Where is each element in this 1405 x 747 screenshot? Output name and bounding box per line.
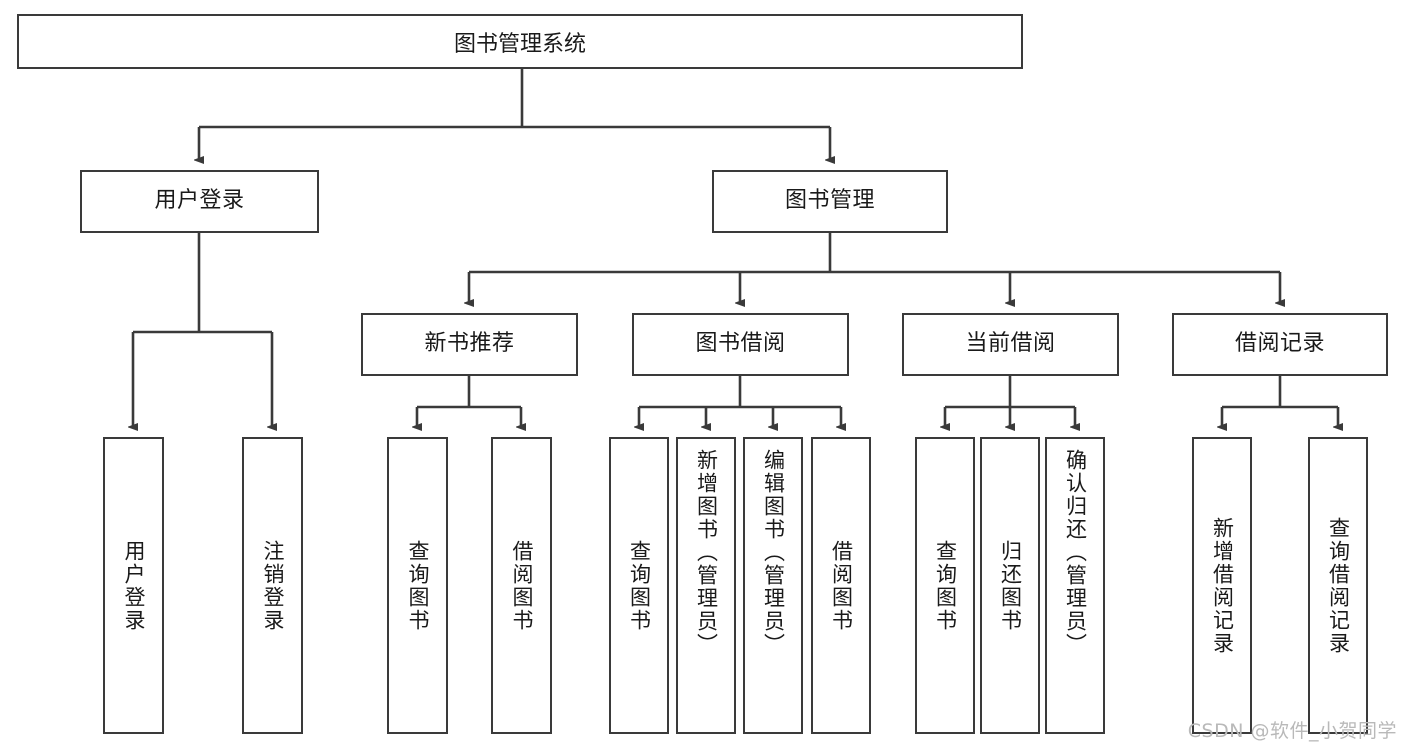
leaf-user-login-login[interactable]: 用户登录 xyxy=(103,437,164,734)
leaf-bookborrow-add-book-admin[interactable]: 新增图书（管理员） xyxy=(676,437,736,734)
node-user-login-label: 用户登录 xyxy=(154,188,245,214)
leaf-label: 新增图书（管理员） xyxy=(694,449,719,656)
csdn-watermark: CSDN @软件_小贺同学 xyxy=(1187,720,1397,742)
leaf-currentborrow-confirm-return-admin[interactable]: 确认归还（管理员） xyxy=(1045,437,1105,734)
leaf-currentborrow-return-book[interactable]: 归还图书 xyxy=(980,437,1040,734)
leaf-bookborrow-borrow-book[interactable]: 借阅图书 xyxy=(811,437,871,734)
leaf-label: 查询图书 xyxy=(406,539,430,632)
leaf-label: 新增借阅记录 xyxy=(1210,516,1235,655)
leaf-label: 借阅图书 xyxy=(829,539,854,632)
node-borrow-record[interactable]: 借阅记录 xyxy=(1172,313,1388,376)
node-book-borrow-label: 图书借阅 xyxy=(695,331,786,357)
leaf-newbook-borrow-book[interactable]: 借阅图书 xyxy=(491,437,552,734)
leaf-label: 确认归还（管理员） xyxy=(1063,449,1088,656)
leaf-label: 查询图书 xyxy=(627,539,652,632)
node-current-borrow-label: 当前借阅 xyxy=(965,331,1056,357)
leaf-label: 借阅图书 xyxy=(510,539,534,632)
node-root-label: 图书管理系统 xyxy=(453,31,586,57)
node-book-manage[interactable]: 图书管理 xyxy=(712,170,948,233)
leaf-user-login-logout[interactable]: 注销登录 xyxy=(242,437,303,734)
leaf-borrowrecord-add-record[interactable]: 新增借阅记录 xyxy=(1192,437,1252,734)
node-new-book-recommend[interactable]: 新书推荐 xyxy=(361,313,578,376)
node-borrow-record-label: 借阅记录 xyxy=(1234,331,1325,357)
leaf-label: 查询借阅记录 xyxy=(1326,516,1351,655)
leaf-label: 查询图书 xyxy=(933,539,958,632)
node-book-borrow[interactable]: 图书借阅 xyxy=(632,313,849,376)
node-user-login[interactable]: 用户登录 xyxy=(80,170,319,233)
leaf-label: 编辑图书（管理员） xyxy=(761,449,786,656)
leaf-borrowrecord-query-record[interactable]: 查询借阅记录 xyxy=(1308,437,1368,734)
leaf-currentborrow-query-book[interactable]: 查询图书 xyxy=(915,437,975,734)
leaf-bookborrow-query-book[interactable]: 查询图书 xyxy=(609,437,669,734)
leaf-label: 归还图书 xyxy=(998,539,1023,632)
leaf-label: 注销登录 xyxy=(261,539,285,632)
node-root-system[interactable]: 图书管理系统 xyxy=(17,14,1023,69)
node-book-manage-label: 图书管理 xyxy=(784,188,875,214)
leaf-newbook-query-book[interactable]: 查询图书 xyxy=(387,437,448,734)
leaf-label: 用户登录 xyxy=(122,539,146,632)
leaf-bookborrow-edit-book-admin[interactable]: 编辑图书（管理员） xyxy=(743,437,803,734)
node-current-borrow[interactable]: 当前借阅 xyxy=(902,313,1119,376)
node-new-book-recommend-label: 新书推荐 xyxy=(424,331,515,357)
